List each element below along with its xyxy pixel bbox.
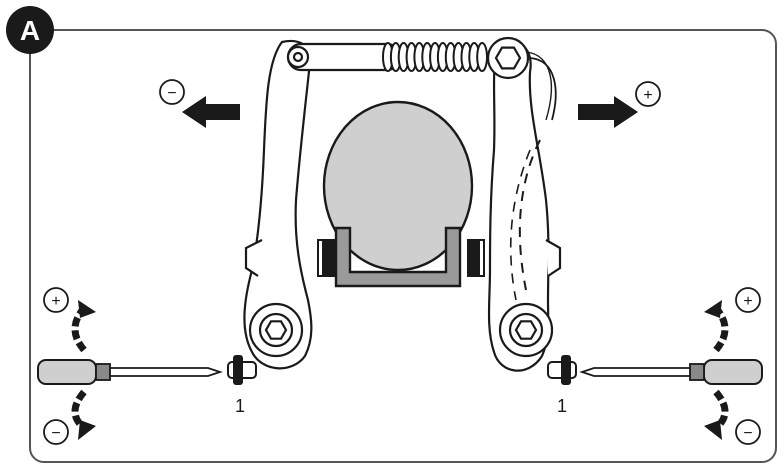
spring-icon — [382, 42, 489, 72]
left-tension-screw — [227, 355, 257, 385]
plus-circle-top: + — [635, 81, 661, 107]
badge-label: A — [20, 15, 40, 46]
spring-coil — [476, 42, 489, 72]
right-arm-stub — [545, 239, 562, 277]
cable-housing-inner — [519, 51, 553, 121]
curved-arrow-icon — [713, 389, 729, 431]
arrow-right-icon — [578, 96, 638, 128]
arrow-left-icon — [182, 96, 240, 128]
minus-symbol: − — [51, 425, 60, 442]
right-screwdriver: + − — [579, 287, 763, 445]
right-plus-circle: + — [735, 287, 761, 313]
left-arm-stub — [244, 239, 263, 277]
right-tension-screw — [547, 355, 577, 385]
top-hex-nut — [486, 36, 530, 80]
minus-symbol: − — [167, 85, 176, 102]
left-screwdriver: + − — [37, 287, 223, 445]
screwdriver-icon — [579, 359, 763, 385]
plus-symbol: + — [643, 87, 652, 104]
left-brake-arm — [243, 39, 313, 370]
curved-arrow-icon — [71, 389, 87, 431]
rim-inner — [349, 238, 447, 273]
right-brake-arm — [487, 39, 550, 372]
minus-symbol: − — [743, 425, 752, 442]
screwdriver-icon — [37, 359, 223, 385]
left-pivot-bolt — [248, 302, 304, 358]
minus-circle-top: − — [159, 79, 185, 105]
plus-symbol: + — [743, 293, 752, 310]
v-brake-assembly — [243, 39, 562, 372]
cable-guide — [518, 139, 541, 291]
right-screw-label: 1 — [557, 396, 567, 416]
right-pivot-bolt — [498, 302, 554, 358]
right-minus-circle: − — [735, 419, 761, 445]
cable-noodle — [286, 42, 402, 72]
cable-guide-2 — [509, 149, 531, 301]
left-brake-pad — [317, 239, 335, 277]
hex-bolt-icon — [514, 320, 538, 340]
plus-symbol: + — [51, 293, 60, 310]
tire — [322, 100, 474, 272]
right-brake-pad — [467, 239, 485, 277]
hex-bolt-icon — [264, 320, 288, 340]
left-screw-label: 1 — [235, 396, 245, 416]
left-plus-circle: + — [43, 287, 69, 313]
panel-badge: A — [6, 6, 54, 54]
cable-housing — [529, 57, 557, 121]
left-minus-circle: − — [43, 419, 69, 445]
